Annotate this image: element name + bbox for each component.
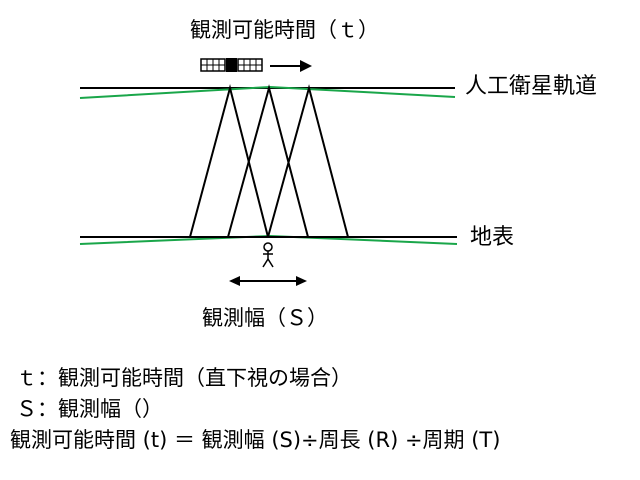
orbit-curve — [79, 85, 456, 99]
observation-triangle-1 — [188, 84, 270, 238]
swath-width-label: 観測幅（Ｓ） — [202, 306, 328, 330]
observable-time-label: 観測可能時間（ｔ） — [190, 18, 379, 42]
note-formula: 観測可能時間 (t) ＝ 観測幅 (S)÷周長 (R) ÷周期 (T) — [10, 428, 501, 452]
satellite-orbit-label: 人工衛星軌道 — [465, 74, 598, 99]
arrow-right-icon — [270, 60, 312, 72]
double-arrow-icon — [229, 276, 307, 286]
person-icon — [262, 242, 274, 268]
observation-triangle-3 — [266, 84, 350, 238]
note-observable-time: ｔ：観測可能時間（直下視の場合） — [16, 366, 352, 390]
ground-surface-label: 地表 — [470, 225, 515, 250]
observation-triangle-2 — [226, 84, 310, 238]
note-swath-width: Ｓ：観測幅（） — [16, 397, 163, 421]
satellite-icon — [200, 58, 263, 72]
